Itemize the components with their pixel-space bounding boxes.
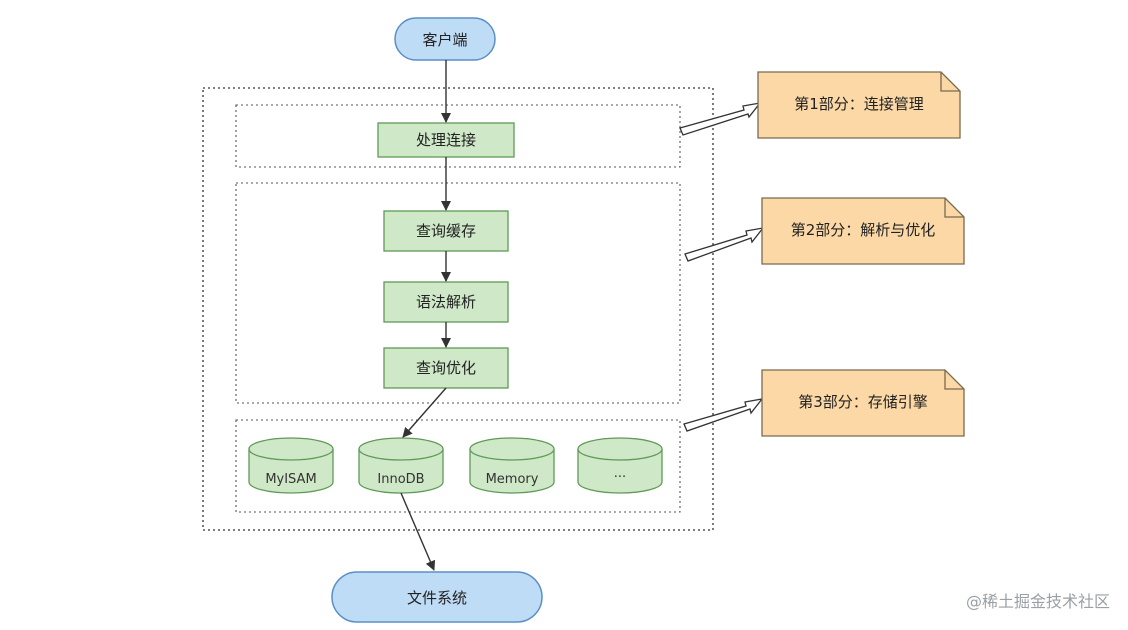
- connection-section: [235, 104, 681, 168]
- watermark-text: @稀土掘金技术社区: [966, 592, 1110, 611]
- note-part-2-label: 第2部分：解析与优化: [791, 221, 936, 239]
- callout-arrow-1: [679, 102, 762, 136]
- note-part-3-label: 第3部分：存储引擎: [798, 393, 928, 411]
- arrow-innodb-to-filesystem: [400, 492, 436, 571]
- process-syntax-parse-label: 语法解析: [416, 293, 476, 311]
- callout-arrow-3: [683, 398, 764, 432]
- engine-more-label: ···: [614, 470, 626, 485]
- engine-more: ···: [577, 437, 663, 494]
- client-label: 客户端: [422, 31, 467, 49]
- note-part-2: 第2部分：解析与优化: [761, 197, 965, 265]
- arrow-optimize-to-innodb: [402, 387, 447, 438]
- process-connection: 处理连接: [377, 122, 515, 158]
- engine-myisam-label: MyISAM: [265, 472, 316, 487]
- note-part-3: 第3部分：存储引擎: [761, 369, 965, 437]
- engine-innodb-label: InnoDB: [377, 472, 424, 487]
- note-part-1-label: 第1部分：连接管理: [794, 95, 924, 113]
- process-connection-label: 处理连接: [416, 131, 476, 149]
- engine-myisam: MyISAM: [248, 437, 334, 494]
- callout-arrow-2: [684, 227, 765, 262]
- filesystem-label: 文件系统: [407, 589, 467, 607]
- engine-innodb: InnoDB: [358, 437, 444, 494]
- filesystem-node: 文件系统: [331, 571, 543, 623]
- mysql-server-boundary: [202, 87, 714, 531]
- process-query-optimize-label: 查询优化: [416, 359, 476, 377]
- engine-memory-label: Memory: [486, 472, 539, 487]
- note-part-1: 第1部分：连接管理: [757, 71, 961, 139]
- parse-optimize-section: [235, 182, 681, 404]
- client-node: 客户端: [394, 17, 496, 61]
- engine-memory: Memory: [469, 437, 555, 494]
- process-query-cache-label: 查询缓存: [416, 222, 476, 240]
- process-query-optimize: 查询优化: [383, 347, 509, 389]
- storage-engine-section: [235, 419, 681, 513]
- process-query-cache: 查询缓存: [383, 210, 509, 252]
- process-syntax-parse: 语法解析: [383, 281, 509, 323]
